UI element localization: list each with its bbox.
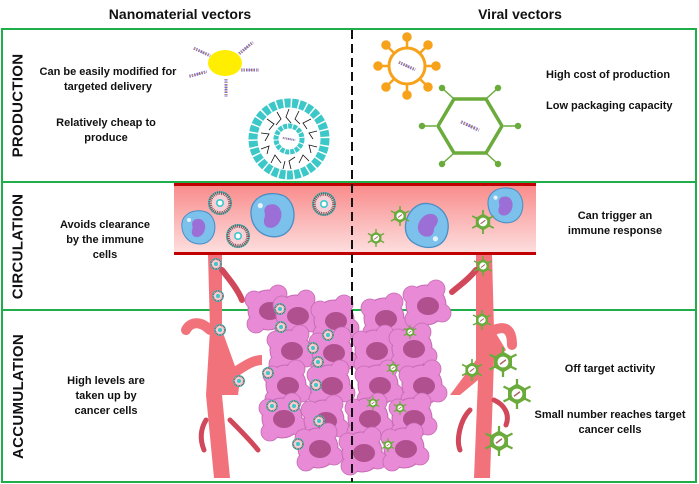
accumulation-left-point-1: High levels are taken up by cancer cells — [67, 375, 145, 417]
circulation-label: CIRCULATION — [5, 183, 31, 309]
enveloped-virus-icon — [373, 32, 441, 100]
circulation-left-point-1: Avoids clearance by the immune cells — [59, 219, 151, 261]
production-right-point-1: High cost of production — [546, 69, 671, 81]
production-label-text: PRODUCTION — [9, 53, 27, 158]
icosahedral-virus-icon — [418, 84, 522, 168]
production-left-point-1: Can be easily modified for targeted deli… — [39, 66, 177, 93]
circulation-right-point-1: Can trigger an immune response — [567, 210, 663, 237]
circulation-label-text: CIRCULATION — [9, 193, 27, 299]
production-left-point-2: Relatively cheap to produce — [56, 117, 156, 144]
production-right-point-2: Low packaging capacity — [546, 100, 673, 112]
nanomaterial-column-title: Nanomaterial vectors — [108, 6, 252, 22]
accumulation-right-point-1: Off target activity — [564, 363, 656, 375]
accumulation-right-point-2: Small number reaches target cancer cells — [534, 409, 686, 436]
blood-stream — [174, 183, 536, 255]
production-label: PRODUCTION — [5, 30, 31, 181]
accumulation-label-text: ACCUMULATION — [9, 333, 27, 459]
viral-column-title: Viral vectors — [478, 6, 562, 22]
accumulation-label: ACCUMULATION — [5, 311, 31, 481]
gold-nanoparticle-with-dna-icon — [187, 40, 261, 99]
liposome-nanoparticle-icon — [248, 98, 330, 180]
